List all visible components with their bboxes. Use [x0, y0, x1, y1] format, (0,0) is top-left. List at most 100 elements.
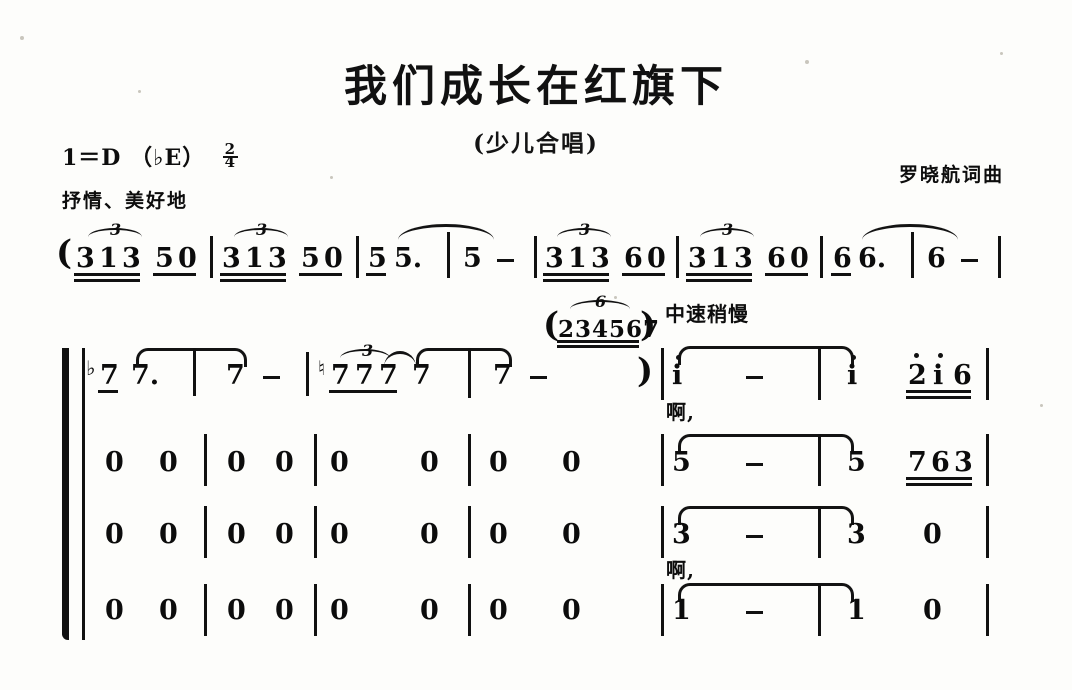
octave-dot-above [851, 355, 856, 360]
barline [204, 506, 207, 558]
rest: 0 [227, 595, 246, 626]
note: 3 [222, 243, 241, 274]
barline [818, 506, 821, 558]
note: 7 [908, 447, 927, 478]
note: 3 [734, 243, 753, 274]
note: 0 [178, 243, 197, 274]
tuplet-number: 3 [362, 341, 374, 360]
time-signature-denominator: 4 [224, 153, 237, 171]
rest: 0 [105, 447, 124, 478]
note: 3 [545, 243, 564, 274]
barline [534, 236, 537, 278]
rest: 0 [420, 519, 439, 550]
note: 3 [672, 519, 691, 550]
barline [820, 236, 823, 278]
tie [678, 434, 854, 453]
rest: 0 [489, 519, 508, 550]
rest: 0 [275, 519, 294, 550]
duration-dash [746, 611, 763, 614]
note: i [847, 360, 858, 391]
rest: 0 [923, 519, 942, 550]
barline [314, 584, 317, 636]
barline [676, 236, 679, 278]
rest: 0 [330, 595, 349, 626]
barline [986, 348, 989, 400]
lyric: 啊, [666, 558, 695, 582]
barline [204, 584, 207, 636]
beam [906, 396, 971, 399]
tuplet-number: 3 [110, 220, 122, 239]
barline [986, 434, 989, 486]
tie [862, 224, 958, 240]
scan-artifact [614, 296, 617, 299]
barline [998, 236, 1001, 278]
rest: 0 [227, 519, 246, 550]
natural-accidental: ♮ [318, 356, 326, 380]
flat-accidental: ♭ [86, 356, 96, 380]
barline [986, 584, 989, 636]
rest: 0 [105, 595, 124, 626]
note: 1 [672, 595, 691, 626]
beam [686, 279, 752, 282]
duration-dash [961, 259, 978, 262]
barline [356, 236, 359, 278]
tie [416, 348, 512, 367]
time-signature: 2 4 [222, 142, 239, 171]
note: 3 [76, 243, 95, 274]
barline [661, 348, 664, 400]
slur [384, 351, 416, 367]
note: 5 [155, 243, 174, 274]
rest: 0 [562, 595, 581, 626]
note: 3 [954, 447, 973, 478]
key-signature-text: 1＝D [62, 145, 122, 171]
beam [906, 390, 971, 393]
note: i [672, 360, 683, 391]
beam [329, 390, 397, 393]
note: 1 [568, 243, 587, 274]
barline [447, 232, 450, 278]
barline [818, 348, 821, 400]
rest: 0 [105, 519, 124, 550]
note: 5. [394, 243, 423, 274]
rest: 0 [275, 595, 294, 626]
barline [818, 434, 821, 486]
duration-dash [497, 259, 514, 262]
barline [306, 352, 309, 396]
tuplet-bracket [557, 228, 611, 239]
scan-artifact [805, 60, 809, 64]
beam [299, 273, 342, 276]
barline [210, 236, 213, 278]
sextuplet-open-paren: ( [543, 305, 560, 345]
tie [678, 506, 854, 525]
note: 3 [847, 519, 866, 550]
tuplet-number: 6 [595, 292, 607, 311]
rest: 0 [489, 595, 508, 626]
scan-artifact [330, 176, 333, 179]
rest: 0 [159, 595, 178, 626]
beam [557, 345, 639, 348]
note: 0 [647, 243, 666, 274]
barline [661, 584, 664, 636]
note: 6 [624, 243, 643, 274]
tuplet-number: 3 [579, 220, 591, 239]
rest: 0 [489, 447, 508, 478]
rest: 0 [275, 447, 294, 478]
note: 7 [355, 360, 374, 391]
beam [906, 477, 972, 480]
barline [468, 506, 471, 558]
tuplet-number: 3 [256, 220, 268, 239]
note: 6 [953, 360, 972, 391]
barline [661, 506, 664, 558]
note: 6 [931, 447, 950, 478]
duration-dash [746, 535, 763, 538]
note: 7 [331, 360, 350, 391]
sextuplet-notes: 234567 [558, 316, 661, 343]
tie [678, 583, 854, 602]
duration-dash [263, 376, 280, 379]
note: 1 [711, 243, 730, 274]
tie [678, 346, 854, 365]
tuplet-number: 3 [722, 220, 734, 239]
page-title: 我们成长在红旗下 [344, 62, 728, 112]
octave-dot-above [676, 355, 681, 360]
